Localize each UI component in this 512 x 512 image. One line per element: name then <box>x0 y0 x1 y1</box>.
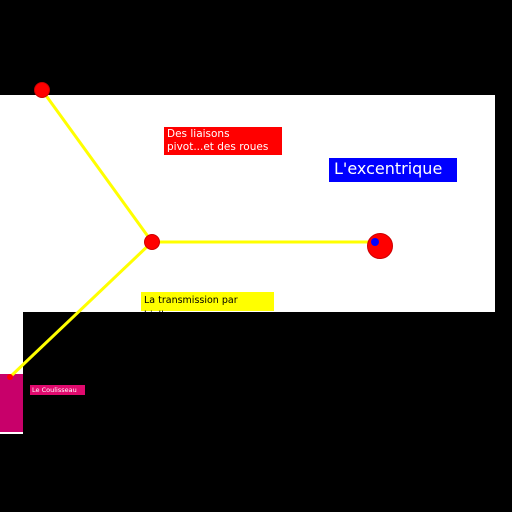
connecting-rod-upper <box>40 89 154 243</box>
coulisseau-label: Le Coulisseau <box>30 385 85 395</box>
connecting-rod-coulisseau <box>8 240 154 379</box>
pivot-joint-center[interactable] <box>144 234 160 250</box>
transmission-label: La transmission par bielles <box>141 292 274 321</box>
eccentric-pin <box>371 238 379 246</box>
pivot-joint-top[interactable] <box>34 82 50 98</box>
coulisseau-joint <box>7 374 13 380</box>
liaisons-label: Des liaisons pivot...et des roues <box>164 127 282 155</box>
coulisseau-slider[interactable] <box>0 374 23 432</box>
eccentric-wheel[interactable] <box>367 233 393 259</box>
excentrique-label: L'excentrique <box>329 158 457 182</box>
